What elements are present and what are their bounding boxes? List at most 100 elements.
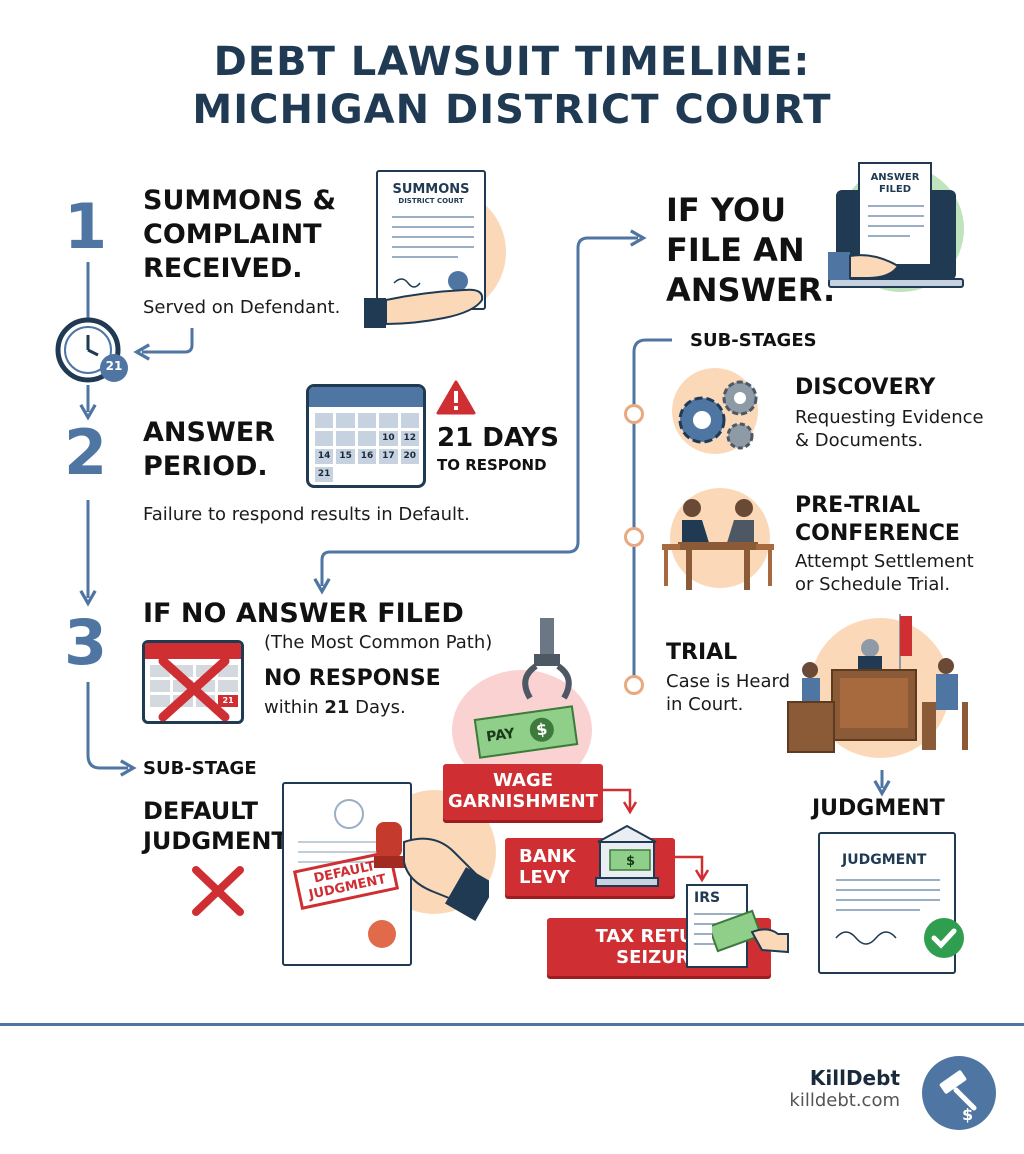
bank-line: BANK [519, 846, 576, 867]
step-2-heading: ANSWER PERIOD. [143, 416, 275, 484]
default-heading-line: JUDGMENT [143, 827, 288, 855]
claw-icon [522, 618, 572, 700]
step-2-number: 2 [64, 416, 108, 489]
default-judgment-illustration: DEFAULT JUDGMENT [282, 782, 496, 972]
answer-heading-line: IF YOU [666, 191, 787, 229]
pretrial-text-line: or Schedule Trial. [795, 574, 951, 595]
no-response: NO RESPONSE [264, 666, 441, 691]
bank-icon: $ [595, 824, 659, 887]
default-judgment-heading: DEFAULT JUDGMENT [143, 796, 288, 856]
summons-doc-subtitle: DISTRICT COURT [398, 197, 464, 205]
pretrial-title-line: CONFERENCE [795, 521, 960, 546]
svg-text:$: $ [962, 1105, 973, 1124]
pretrial-text: Attempt Settlement or Schedule Trial. [795, 550, 974, 596]
answer-doc-line: FILED [878, 184, 912, 195]
calendar-cell: 15 [336, 449, 355, 464]
trial-dot [624, 675, 644, 695]
clock-icon: 21 [50, 315, 134, 385]
discovery-text-line: & Documents. [795, 430, 924, 451]
brand-logo-icon: $ [922, 1056, 996, 1130]
brand-name: KillDebt [809, 1066, 900, 1090]
red-x-icon [158, 656, 230, 721]
pretrial-dot [624, 527, 644, 547]
gears-icon [664, 368, 774, 458]
trial-text-line: in Court. [666, 694, 744, 715]
calendar-cell: 17 [379, 449, 398, 464]
step-3-heading: IF NO ANSWER FILED [143, 598, 464, 629]
step-3-number: 3 [64, 606, 108, 679]
missed-calendar-icon: 21 [142, 640, 244, 724]
calendar-cell: 20 [400, 449, 419, 464]
svg-text:$: $ [626, 854, 635, 869]
page-title: DEBT LAWSUIT TIMELINE: MICHIGAN DISTRICT… [0, 38, 1024, 134]
handshake-icon [656, 484, 780, 596]
title-line-1: DEBT LAWSUIT TIMELINE: [213, 39, 811, 85]
trial-text-line: Case is Heard [666, 671, 791, 692]
calendar-cell: 10 [379, 431, 398, 446]
calendar-cell: 16 [357, 449, 377, 464]
within-prefix: within [264, 697, 325, 718]
answer-filed-illustration: ANSWER FILED [828, 160, 968, 310]
within-suffix: Days. [349, 697, 406, 718]
title-line-2: MICHIGAN DISTRICT COURT [192, 87, 832, 133]
step-1-text: Served on Defendant. [143, 297, 341, 318]
calendar-icon: 10 12 14 15 16 17 20 21 [306, 384, 426, 488]
missed-calendar-badge: 21 [218, 695, 238, 707]
answer-heading-line: FILE AN [666, 231, 805, 269]
wage-line: GARNISHMENT [448, 791, 598, 812]
irs-label: IRS [694, 890, 721, 906]
step-1-heading-line: COMPLAINT [143, 219, 322, 250]
money-hand-icon [712, 909, 789, 954]
step-2-heading-line: PERIOD. [143, 451, 268, 482]
days-to-respond-sub: TO RESPOND [437, 456, 547, 474]
days-to-respond: 21 DAYS [437, 423, 560, 453]
judgment-title: JUDGMENT [812, 796, 945, 821]
pretrial-text-line: Attempt Settlement [795, 551, 974, 572]
calendar-cell: 12 [400, 431, 419, 446]
sub-stage-label: SUB-STAGE [143, 758, 257, 779]
summons-illustration: SUMMONS DISTRICT COURT [364, 170, 514, 340]
courtroom-icon [780, 612, 980, 760]
default-heading-line: DEFAULT [143, 797, 258, 825]
judgment-doc-title: JUDGMENT [842, 852, 927, 868]
tax-line: SEIZURE [616, 947, 702, 968]
discovery-text: Requesting Evidence & Documents. [795, 406, 984, 452]
trial-text: Case is Heard in Court. [666, 670, 790, 716]
stamp-hand-icon [374, 822, 489, 922]
answer-doc-line: ANSWER [870, 172, 920, 183]
pretrial-title-line: PRE-TRIAL [795, 493, 921, 518]
clock-badge: 21 [105, 359, 123, 373]
step-3-subheading: (The Most Common Path) [264, 632, 493, 653]
check-icon [924, 918, 964, 958]
discovery-title: DISCOVERY [795, 375, 936, 400]
warning-icon [436, 380, 476, 415]
answer-heading-line: ANSWER. [666, 271, 836, 309]
judgment-illustration: JUDGMENT [812, 832, 972, 982]
red-x-icon [192, 866, 244, 916]
footer-divider [0, 1023, 1024, 1026]
bank-line: LEVY [519, 867, 570, 888]
step-1-heading-line: SUMMONS & [143, 185, 337, 216]
summons-document: SUMMONS DISTRICT COURT [376, 170, 486, 310]
trial-title: TRIAL [666, 640, 738, 665]
answer-branch-heading: IF YOU FILE AN ANSWER. [666, 190, 835, 310]
within-days-number: 21 [324, 697, 350, 718]
calendar-cell: 21 [315, 467, 334, 482]
summons-doc-title: SUMMONS [392, 182, 470, 197]
step-1-number: 1 [64, 190, 108, 263]
pretrial-title: PRE-TRIAL CONFERENCE [795, 492, 960, 548]
brand-url[interactable]: killdebt.com [789, 1090, 900, 1111]
calendar-cell: 14 [315, 449, 334, 464]
discovery-text-line: Requesting Evidence [795, 407, 984, 428]
sub-stages-label: SUB-STAGES [690, 330, 817, 351]
step-2-text: Failure to respond results in Default. [143, 504, 470, 525]
step-2-heading-line: ANSWER [143, 417, 275, 448]
hand-icon [364, 288, 484, 328]
wage-garnishment: WAGE GARNISHMENT [443, 764, 603, 820]
step-1-heading-line: RECEIVED. [143, 253, 303, 284]
typing-hand-icon [828, 252, 900, 280]
discovery-dot [624, 404, 644, 424]
wage-line: WAGE [492, 770, 554, 791]
within-days: within 21 Days. [264, 696, 406, 719]
